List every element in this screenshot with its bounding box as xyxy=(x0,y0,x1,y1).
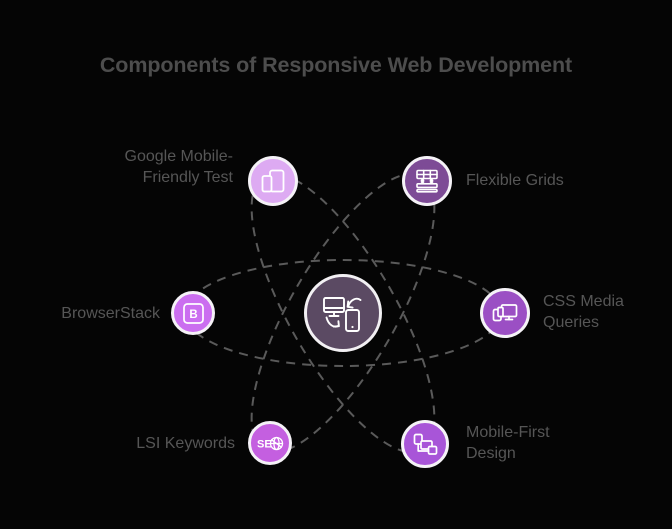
responsive-devices-icon xyxy=(491,300,519,326)
node-mobile-first-design[interactable] xyxy=(401,420,449,468)
grid-layout-icon xyxy=(413,167,441,195)
central-hub[interactable] xyxy=(304,274,382,352)
label-browserstack: BrowserStack xyxy=(61,305,160,322)
label-lsi-keywords: LSI Keywords xyxy=(136,435,235,452)
browserstack-b-icon: B xyxy=(181,301,206,326)
desktop-mobile-sync-icon xyxy=(321,292,365,334)
label-flexible-grids: Flexible Grids xyxy=(466,172,564,189)
node-google-mobile-friendly-test[interactable] xyxy=(248,156,298,206)
device-flow-icon xyxy=(412,432,439,457)
node-css-media-queries[interactable] xyxy=(480,288,530,338)
node-flexible-grids[interactable] xyxy=(402,156,452,206)
node-browserstack[interactable]: B xyxy=(171,291,215,335)
tablet-phone-icon xyxy=(259,167,287,195)
seo-globe-icon: SE xyxy=(256,435,284,451)
label-css-media-queries: CSS Media Queries xyxy=(543,293,624,331)
node-lsi-keywords[interactable]: SE xyxy=(248,421,292,465)
svg-text:SE: SE xyxy=(257,439,272,451)
label-mobile-first-design: Mobile-First Design xyxy=(466,424,550,462)
label-google-mobile-friendly-test: Google Mobile- Friendly Test xyxy=(124,148,234,186)
svg-text:B: B xyxy=(189,309,197,321)
page-title: Components of Responsive Web Development xyxy=(99,53,573,77)
